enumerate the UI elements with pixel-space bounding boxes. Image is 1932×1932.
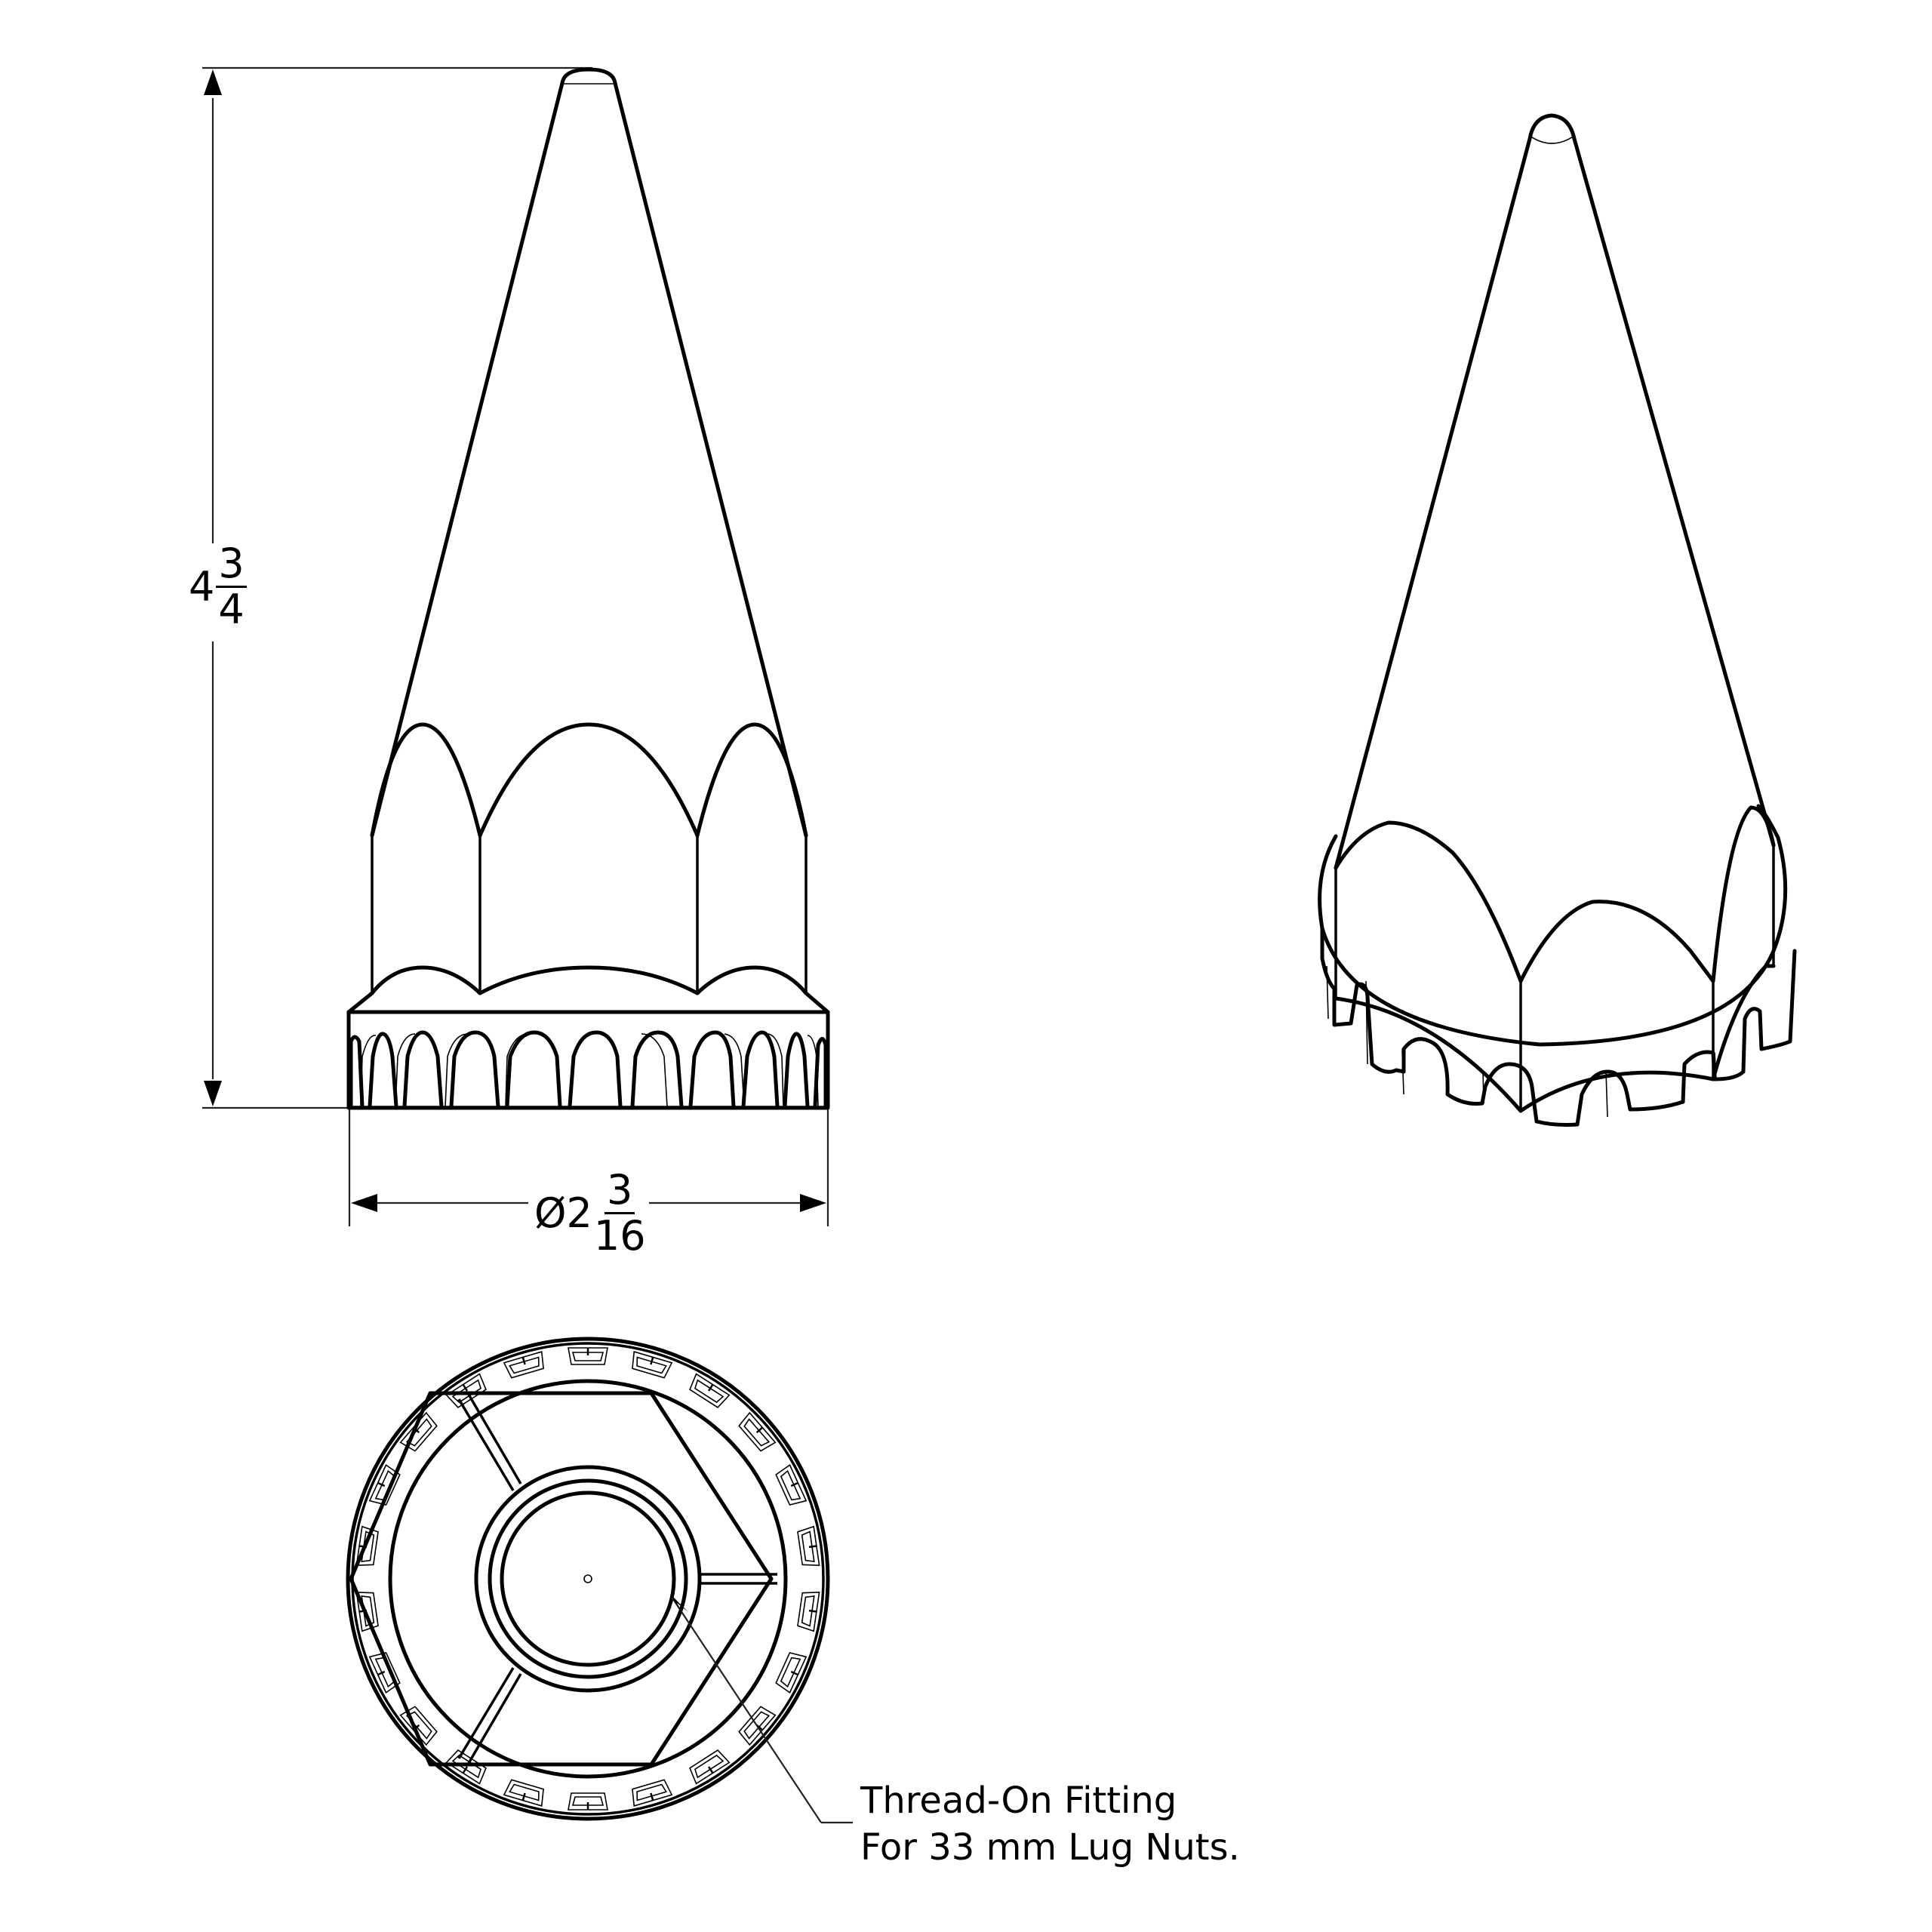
callout-leader [670,1594,853,1824]
height-numerator: 3 [216,543,247,588]
front-view [202,66,830,1226]
diameter-symbol: Ø [534,1189,567,1237]
height-dimension-label: 4 3 4 [189,543,247,630]
diameter-dimension-line [348,1109,829,1226]
callout-line-1: Thread-On Fitting [860,1780,1177,1822]
hex-body [346,722,830,1014]
diameter-denominator: 16 [593,1212,646,1260]
height-denominator: 4 [218,586,245,633]
knurled-base [346,1010,830,1110]
diameter-dimension-label: Ø 2 3 16 [534,1170,646,1257]
callout-line-2: For 33 mm Lug Nuts. [860,1826,1240,1869]
diameter-numerator: 3 [605,1170,635,1214]
knurl-ring-tabs [355,1347,820,1810]
isometric-view [1318,113,1797,1127]
bottom-view [346,1337,853,1824]
height-dimension-line [202,66,592,1109]
height-whole: 4 [189,562,215,611]
diameter-whole: 2 [566,1189,592,1237]
thread-fitting-callout: Thread-On Fitting For 33 mm Lug Nuts. [860,1777,1240,1871]
height-fraction: 3 4 [216,543,247,633]
diameter-fraction: 3 16 [594,1170,646,1257]
